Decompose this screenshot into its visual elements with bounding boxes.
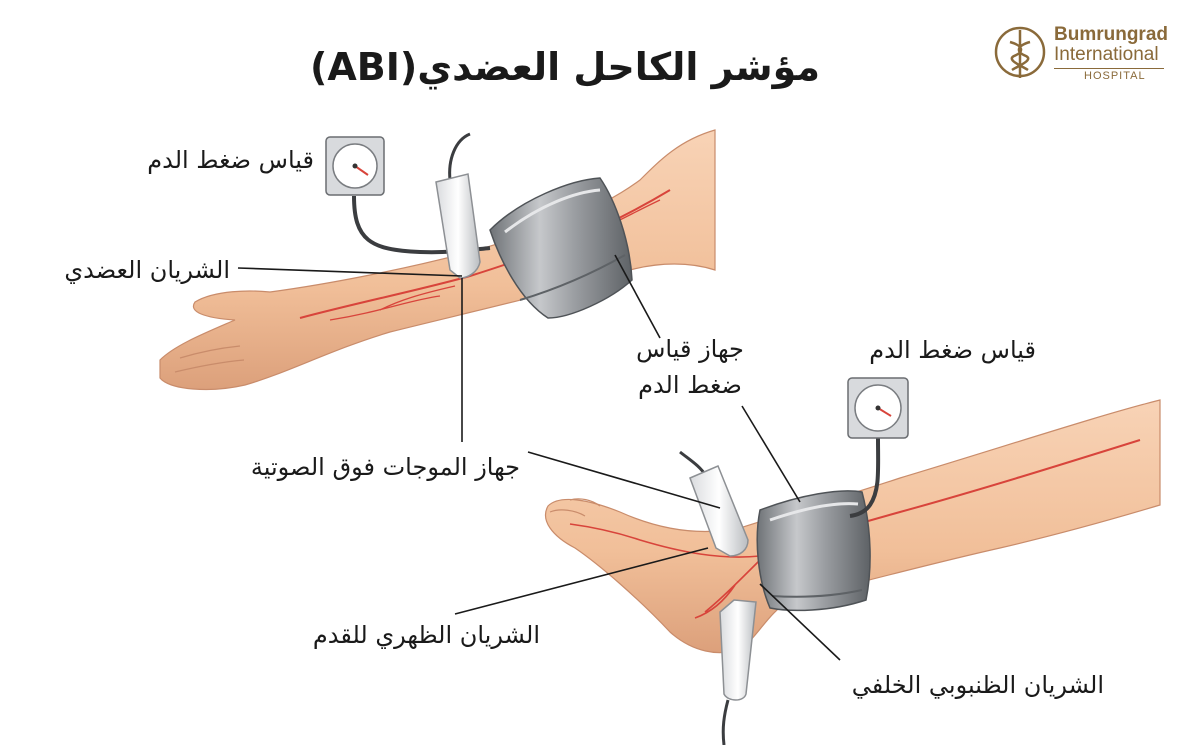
posterior-tibial-vessel [694, 559, 761, 619]
foot-ultrasound-probe-top [689, 465, 749, 557]
leg-bp-cuff [756, 490, 871, 612]
leader-brachial [237, 267, 463, 277]
leader-lines [237, 254, 841, 661]
leader-posterior-tibial [759, 583, 841, 661]
arm-skin [159, 129, 716, 391]
label-posterior-tibial: الشريان الظنبوبي الخلفي [851, 671, 1104, 699]
page-title: مؤشر الكاحل العضدي(ABI) [309, 45, 820, 89]
dorsalis-pedis-vessel [569, 523, 761, 558]
leader-ultrasound-foot [527, 451, 721, 509]
foot-ultrasound-probe-bottom [719, 599, 757, 701]
arm-illustration [159, 129, 716, 391]
logo-line-2: International [1054, 44, 1159, 65]
label-gauge-bottom: قياس ضغط الدم [869, 336, 1036, 364]
leg-toes [549, 498, 601, 517]
logo-rule [1054, 68, 1164, 69]
label-cuff-line1: جهاز قياس [636, 335, 744, 363]
leg-bp-gauge [847, 377, 909, 439]
arm-bp-cuff [489, 177, 633, 319]
label-cuff-line2: ضغط الدم [638, 371, 742, 399]
caduceus-icon [994, 26, 1046, 78]
leader-cuff-top [614, 254, 661, 339]
label-dorsalis-pedis: الشريان الظهري للقدم [312, 621, 540, 649]
leader-dorsalis [454, 547, 709, 615]
arm-fingers [174, 345, 245, 373]
leg-gauge-hose [849, 437, 881, 518]
ankle-probe-cable [721, 699, 730, 746]
arm-probe-cable [448, 132, 471, 181]
label-gauge-top: قياس ضغط الدم [147, 146, 314, 174]
hospital-logo: Bumrungrad International HOSPITAL [992, 22, 1172, 86]
arm-ultrasound-probe [435, 173, 481, 279]
label-ultrasound: جهاز الموجات فوق الصوتية [250, 453, 520, 481]
label-brachial-artery: الشريان العضدي [64, 256, 230, 284]
logo-line-1: Bumrungrad [1054, 24, 1168, 45]
logo-line-3: HOSPITAL [1084, 70, 1146, 82]
leg-illustration [545, 377, 1161, 746]
leader-cuff-bottom [741, 405, 801, 503]
arm-bp-gauge [325, 136, 385, 196]
